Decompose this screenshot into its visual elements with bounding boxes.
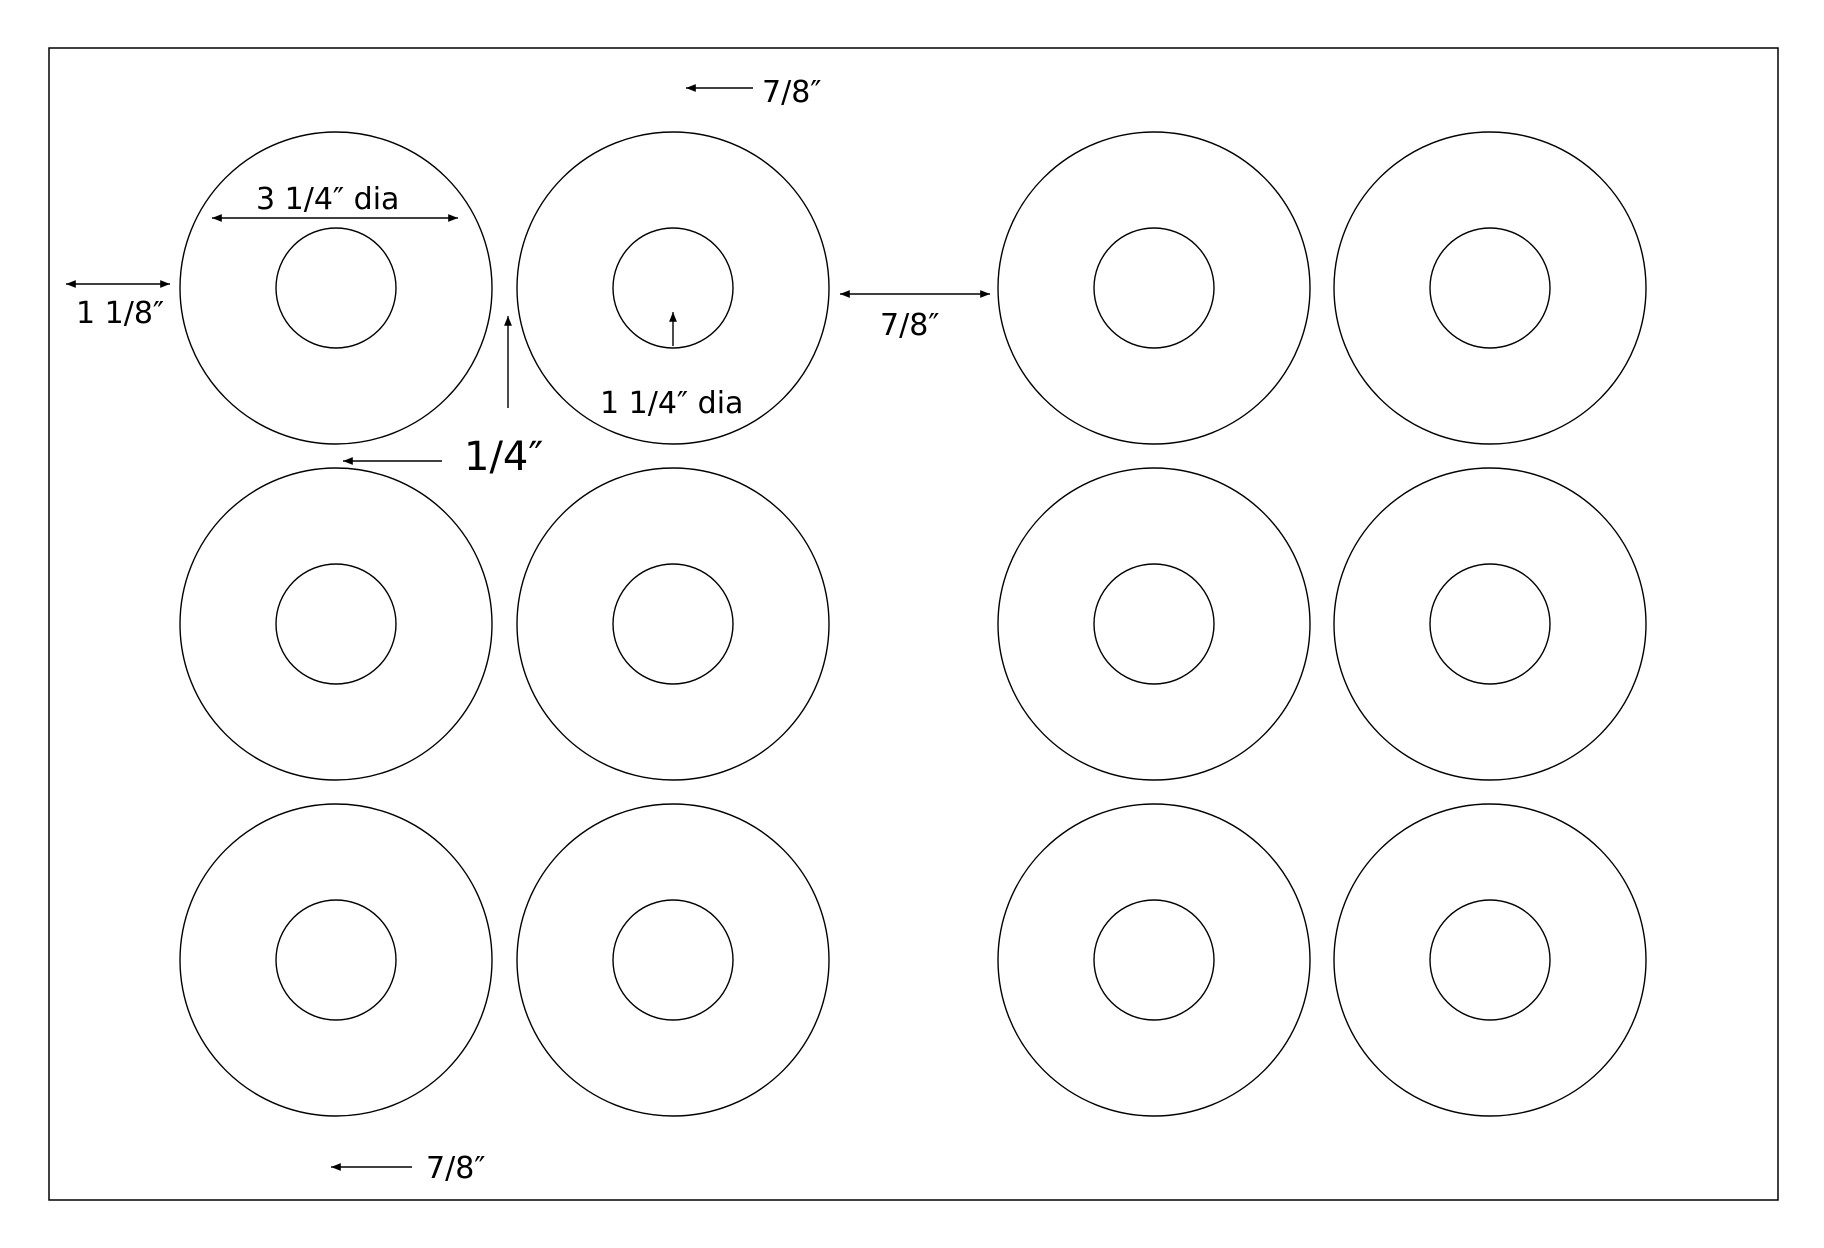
outer-circle xyxy=(179,803,493,1117)
dimension-arrows xyxy=(66,84,990,1171)
cd-label xyxy=(1333,803,1647,1117)
outer-circle xyxy=(997,131,1311,445)
inner-circle xyxy=(1093,563,1215,685)
inner-circle xyxy=(1093,227,1215,349)
outer-circle xyxy=(516,803,830,1117)
cd-label xyxy=(179,803,493,1117)
inner-circle xyxy=(275,563,397,685)
sheet-border xyxy=(48,47,1779,1201)
cd-label xyxy=(997,803,1311,1117)
cd-label xyxy=(516,131,830,445)
inner-circle xyxy=(275,899,397,1021)
label-grid xyxy=(179,131,1647,1117)
cd-label xyxy=(1333,131,1647,445)
cd-label xyxy=(997,467,1311,781)
cd-label xyxy=(516,803,830,1117)
row-gap-label: 1/4″ xyxy=(464,434,543,480)
cd-label xyxy=(1333,467,1647,781)
cd-label xyxy=(997,131,1311,445)
inner-circle xyxy=(1429,227,1551,349)
inner-circle xyxy=(612,563,734,685)
outer-dia-label: 3 1/4″ dia xyxy=(256,182,399,217)
top-gap-label: 7/8″ xyxy=(762,75,822,110)
outer-circle xyxy=(1333,131,1647,445)
outer-circle xyxy=(997,803,1311,1117)
outer-circle xyxy=(1333,467,1647,781)
cd-label xyxy=(179,131,493,445)
cd-label xyxy=(179,467,493,781)
left-margin-label: 1 1/8″ xyxy=(76,296,164,331)
bottom-gap-label: 7/8″ xyxy=(426,1151,486,1186)
inner-dia-label: 1 1/4″ dia xyxy=(600,386,743,421)
outer-circle xyxy=(179,467,493,781)
inner-circle xyxy=(612,227,734,349)
inner-circle xyxy=(612,899,734,1021)
outer-circle xyxy=(179,131,493,445)
cd-label xyxy=(516,467,830,781)
inner-circle xyxy=(275,227,397,349)
col-gap-label: 7/8″ xyxy=(880,308,940,343)
inner-circle xyxy=(1429,899,1551,1021)
inner-circle xyxy=(1429,563,1551,685)
outer-circle xyxy=(997,467,1311,781)
outer-circle xyxy=(516,131,830,445)
outer-circle xyxy=(516,467,830,781)
outer-circle xyxy=(1333,803,1647,1117)
inner-circle xyxy=(1093,899,1215,1021)
